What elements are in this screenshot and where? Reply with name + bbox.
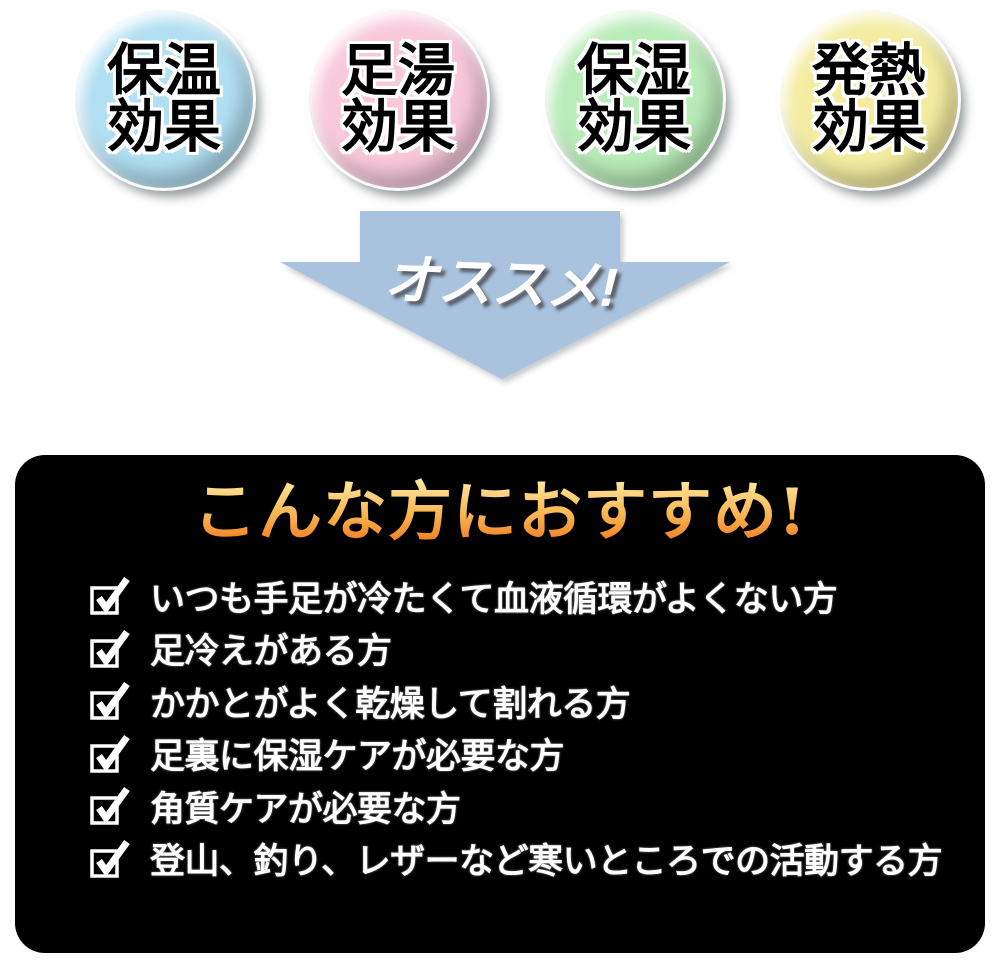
checklist-item-text: かかとがよく乾燥して割れる方 [150, 683, 631, 725]
checklist-item: かかとがよく乾燥して割れる方 [89, 675, 965, 728]
checkbox-checked-icon [89, 629, 131, 669]
checklist-item: いつも手足が冷たくて血液循環がよくない方 [89, 570, 965, 623]
recommend-arrow-label: オススメ! [382, 249, 619, 319]
checkbox-checked-icon [89, 734, 131, 774]
checklist-item-text: いつも手足が冷たくて血液循環がよくない方 [150, 578, 838, 620]
checkbox-checked-icon [89, 786, 131, 826]
effect-badge-label: 保温 効果 [107, 36, 221, 160]
checkbox-checked-icon [89, 576, 131, 616]
checkbox-checked-icon [89, 681, 131, 721]
effect-badge: 保温 効果 [75, 10, 253, 188]
badge-label-line1: 保温 [107, 36, 221, 104]
checklist-item: 足裏に保湿ケアが必要な方 [89, 728, 965, 781]
checklist-item-text: 登山、釣り、レザーなど寒いところでの活動する方 [150, 841, 943, 883]
panel-title: こんな方におすすめ! [15, 471, 985, 554]
checklist-item: 足冷えがある方 [89, 623, 965, 676]
checklist-item-text: 足裏に保湿ケアが必要な方 [150, 736, 565, 778]
effect-badges-row: 保温 効果 足湯 効果 保湿 効果 発熱 効果 [0, 0, 1000, 200]
badge-label-line2: 効果 [107, 93, 221, 160]
effect-badge: 発熱 効果 [780, 10, 958, 188]
badge-label-line2: 効果 [812, 93, 926, 160]
effect-badge-label: 保湿 効果 [577, 36, 691, 160]
checklist-item: 角質ケアが必要な方 [89, 780, 965, 833]
badge-label-line2: 効果 [577, 93, 691, 160]
checklist-item-text: 角質ケアが必要な方 [150, 788, 461, 830]
badge-label-line1: 発熱 [812, 36, 926, 104]
checklist-item: 登山、釣り、レザーなど寒いところでの活動する方 [89, 833, 965, 886]
effect-badge: 足湯 効果 [309, 10, 487, 188]
checklist: いつも手足が冷たくて血液循環がよくない方 足冷えがある方 かかとがよく乾燥して割… [15, 570, 985, 885]
recommend-arrow: オススメ! [268, 209, 734, 383]
effect-badge: 保湿 効果 [545, 10, 723, 188]
checkbox-checked-icon [89, 839, 131, 879]
badge-label-line1: 足湯 [341, 36, 455, 104]
badge-label-line2: 効果 [341, 93, 455, 160]
down-arrow-icon [280, 211, 730, 379]
effect-badge-label: 足湯 効果 [341, 36, 455, 160]
recommendation-panel: こんな方におすすめ! いつも手足が冷たくて血液循環がよくない方 足冷えがある方 [15, 455, 985, 953]
effect-badge-label: 発熱 効果 [812, 36, 926, 160]
badge-label-line1: 保湿 [577, 36, 691, 104]
checklist-item-text: 足冷えがある方 [150, 631, 392, 673]
